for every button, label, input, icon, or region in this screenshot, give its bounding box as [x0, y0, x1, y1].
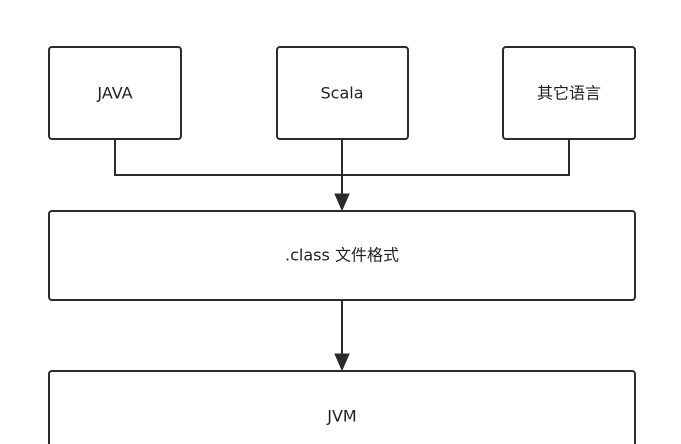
source-label-other-languages: 其它语言 [537, 84, 601, 103]
arrowhead-down-icon [334, 353, 350, 372]
format-label: .class 文件格式 [285, 246, 399, 265]
format-node: .class 文件格式 [48, 210, 636, 301]
source-node-other-languages: 其它语言 [502, 46, 636, 140]
jvm-node: JVM [48, 370, 636, 444]
source-node-java: JAVA [48, 46, 182, 140]
jvm-label: JVM [326, 407, 356, 426]
arrowhead-down-icon [334, 193, 350, 212]
jvm-box [48, 370, 636, 444]
source-node-scala: Scala [276, 46, 409, 140]
source-label-java: JAVA [96, 84, 132, 103]
source-label-scala: Scala [320, 84, 363, 103]
